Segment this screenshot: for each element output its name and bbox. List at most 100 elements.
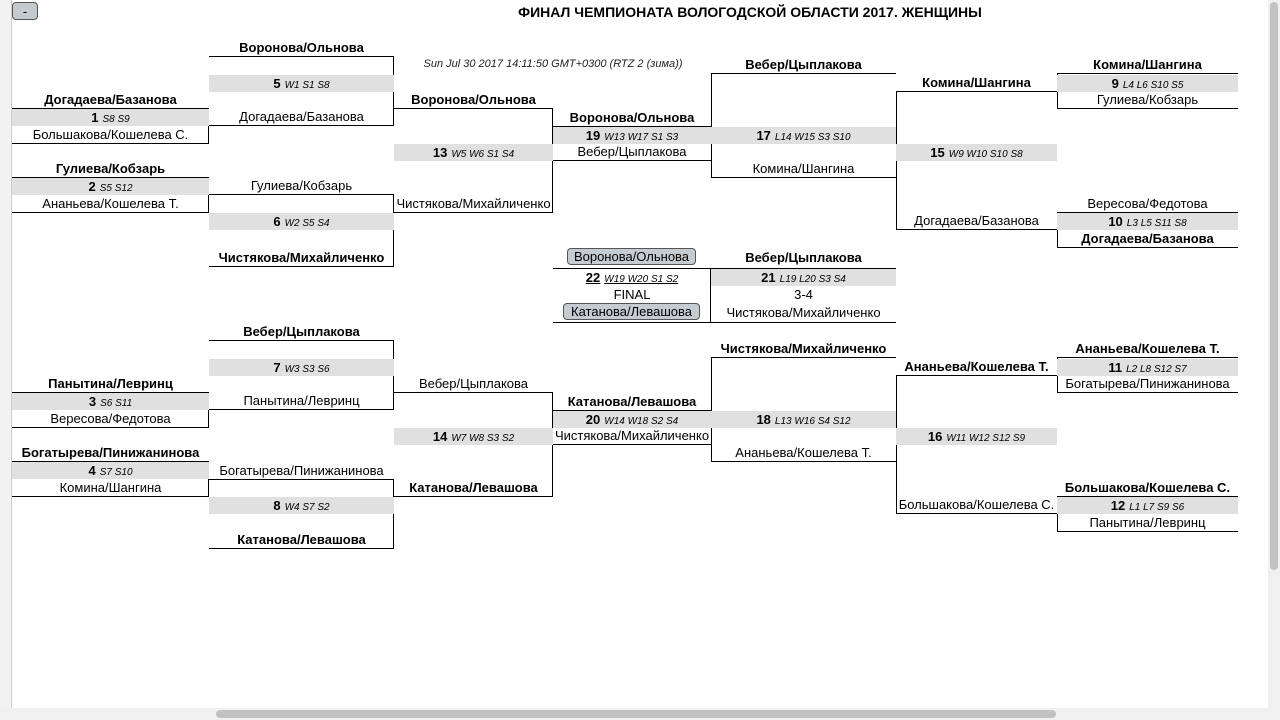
bracket-line	[1057, 392, 1238, 393]
team-name: Панытина/Левринц	[243, 393, 360, 408]
team-name: Комина/Шангина	[752, 161, 855, 176]
team-name: Догадаева/Базанова	[914, 213, 1039, 228]
bracket-line	[553, 268, 896, 269]
final-winner-badge[interactable]: Воронова/Ольнова	[567, 248, 696, 265]
team-name: Панытина/Левринц	[1089, 515, 1206, 530]
bracket-line	[711, 73, 712, 177]
bracket-line	[1057, 247, 1238, 248]
bracket-line	[1057, 212, 1238, 213]
bracket-line	[896, 375, 1057, 376]
team-name: Чистякова/Михайличенко	[554, 428, 710, 443]
final-runnerup-badge[interactable]: Катанова/Левашова	[563, 303, 700, 320]
final-label: FINAL	[613, 287, 651, 302]
team-name: Ананьева/Кошелева Т.	[42, 196, 179, 211]
left-panel-edge	[0, 0, 12, 708]
vertical-scrollbar-thumb[interactable]	[1270, 2, 1278, 570]
bracket-line	[553, 160, 711, 161]
bracket-line	[553, 410, 711, 411]
bracket-line	[553, 444, 711, 445]
team-name: Гулиева/Кобзарь	[55, 161, 166, 176]
team-name: Вебер/Цыплакова	[745, 57, 862, 72]
bracket-line	[12, 108, 209, 109]
bracket-line	[209, 125, 394, 126]
team-name: Богатырева/Пинижанинова	[219, 463, 384, 478]
team-name: Богатырева/Пинижанинова	[21, 445, 200, 460]
bracket-line	[12, 143, 209, 144]
bracket-line	[209, 409, 394, 410]
bracket-line	[12, 496, 209, 497]
team-name: Вересова/Федотова	[50, 411, 171, 426]
bracket-line	[1057, 73, 1238, 74]
team-name: Гулиева/Кобзарь	[250, 178, 353, 193]
bracket-line	[553, 322, 711, 323]
bracket-line	[394, 496, 553, 497]
collapse-button[interactable]: -	[12, 2, 38, 20]
bracket-canvas	[0, 0, 1268, 708]
bracket-line	[1057, 357, 1238, 358]
horizontal-scrollbar-thumb[interactable]	[216, 710, 1056, 718]
team-name: Воронова/Ольнова	[411, 92, 536, 107]
team-name: Большакова/Кошелева С.	[898, 497, 1055, 512]
bracket-line	[12, 392, 209, 393]
team-name: Катанова/Левашова	[567, 394, 697, 409]
bracket-line	[209, 479, 394, 480]
bracket-line	[12, 212, 209, 213]
bracket-line	[1057, 108, 1238, 109]
bracket-line	[711, 357, 896, 358]
team-name: Богатырева/Пинижанинова	[1065, 376, 1230, 391]
team-name: Догадаева/Базанова	[1081, 231, 1214, 246]
bracket-line	[209, 340, 394, 341]
team-name: Догадаева/Базанова	[239, 109, 364, 124]
team-name: Догадаева/Базанова	[44, 92, 177, 107]
team-name: Вебер/Цыплакова	[243, 324, 360, 339]
team-name: Вебер/Цыплакова	[419, 376, 528, 391]
bracket-line	[553, 126, 711, 127]
bracket-line	[209, 548, 394, 549]
bracket-line	[394, 212, 553, 213]
team-name: Ананьева/Кошелева Т.	[904, 359, 1049, 374]
bracket-line	[393, 194, 394, 266]
team-name: Чистякова/Михайличенко	[218, 250, 385, 265]
bracket-line	[1057, 496, 1238, 497]
team-name: Большакова/Кошелева С.	[32, 127, 189, 142]
bracket-line	[1057, 531, 1238, 532]
timestamp: Sun Jul 30 2017 14:11:50 GMT+0300 (RTZ 2…	[423, 58, 683, 70]
team-name: Вебер/Цыплакова	[745, 250, 862, 265]
bracket-line	[12, 177, 209, 178]
team-name: Воронова/Ольнова	[569, 110, 695, 125]
team-name: Чистякова/Михайличенко	[726, 305, 881, 320]
bracket-line	[394, 392, 553, 393]
third-place-label: 3-4	[794, 287, 813, 302]
team-name: Гулиева/Кобзарь	[1096, 92, 1199, 107]
bracket-line	[209, 56, 394, 57]
bracket-line	[711, 177, 896, 178]
team-name: Чистякова/Михайличенко	[720, 341, 887, 356]
bracket-line	[209, 194, 394, 195]
team-name: Чистякова/Михайличенко	[396, 196, 551, 211]
bracket-line	[896, 229, 1057, 230]
team-name: Воронова/Ольнова	[239, 40, 364, 55]
team-name: Вересова/Федотова	[1087, 196, 1208, 211]
page-title: ФИНАЛ ЧЕМПИОНАТА ВОЛОГОДСКОЙ ОБЛАСТИ 201…	[518, 4, 982, 20]
bracket-line	[394, 108, 553, 109]
bracket-line	[896, 91, 1057, 92]
bracket-line	[711, 357, 712, 461]
